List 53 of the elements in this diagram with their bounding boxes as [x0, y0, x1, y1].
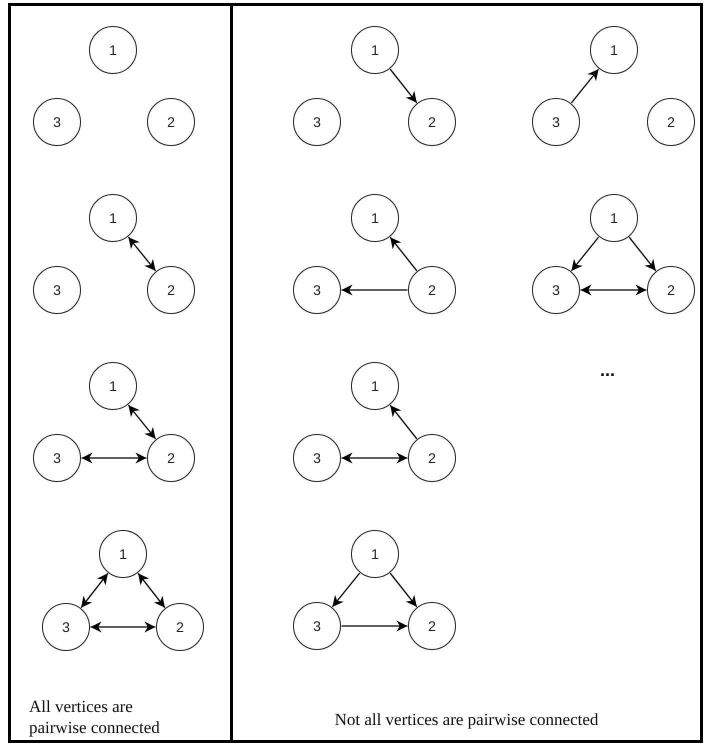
vertex-circle: 2 — [147, 266, 195, 314]
vertex-circle: 2 — [408, 266, 456, 314]
vertex-circle: 1 — [89, 194, 137, 242]
vertex-circle: 1 — [351, 26, 399, 74]
arrow — [390, 236, 418, 272]
arrow — [390, 68, 418, 104]
vertex-circle: 1 — [590, 26, 638, 74]
arrow — [342, 452, 408, 464]
arrow — [82, 452, 146, 464]
vertex-circle: 1 — [89, 362, 137, 410]
panel-frame — [230, 3, 703, 743]
caption-text: All vertices are pairwise connected — [29, 696, 161, 738]
arrow — [580, 284, 646, 296]
arrow — [90, 622, 156, 632]
vertex-circle: 1 — [351, 362, 399, 410]
arrow — [342, 620, 408, 632]
vertex-circle: 1 — [351, 194, 399, 242]
arrow — [342, 284, 408, 296]
vertex-circle: 2 — [647, 266, 695, 314]
arrow — [128, 404, 156, 440]
vertex-circle: 3 — [33, 98, 81, 146]
vertex-circle: 3 — [33, 434, 81, 482]
arrow — [80, 572, 108, 608]
arrow — [390, 572, 418, 608]
vertex-circle: 1 — [99, 530, 147, 578]
vertex-circle: 3 — [293, 266, 341, 314]
arrow — [390, 404, 418, 440]
vertex-circle: 3 — [293, 434, 341, 482]
arrow — [128, 236, 156, 272]
vertex-circle: 2 — [408, 434, 456, 482]
arrow — [628, 236, 656, 272]
vertex-circle: 1 — [89, 26, 137, 74]
vertex-circle: 2 — [147, 434, 195, 482]
arrow — [570, 68, 600, 104]
vertex-circle: 2 — [408, 98, 456, 146]
vertex-circle: 3 — [293, 98, 341, 146]
ellipsis-text: ... — [600, 360, 616, 381]
vertex-circle: 3 — [293, 602, 341, 650]
panel-frame — [8, 3, 233, 743]
vertex-circle: 3 — [532, 266, 580, 314]
caption-text: Not all vertices are pairwise connected — [334, 709, 600, 730]
vertex-circle: 3 — [532, 98, 580, 146]
arrow — [332, 572, 360, 608]
arrow — [570, 236, 600, 272]
arrow — [138, 572, 166, 608]
vertex-circle: 2 — [156, 603, 204, 651]
vertex-circle: 2 — [408, 602, 456, 650]
vertex-circle: 1 — [590, 194, 638, 242]
vertex-circle: 3 — [33, 266, 81, 314]
vertex-circle: 3 — [42, 603, 90, 651]
vertex-circle: 1 — [351, 530, 399, 578]
vertex-circle: 2 — [147, 98, 195, 146]
vertex-circle: 2 — [647, 98, 695, 146]
